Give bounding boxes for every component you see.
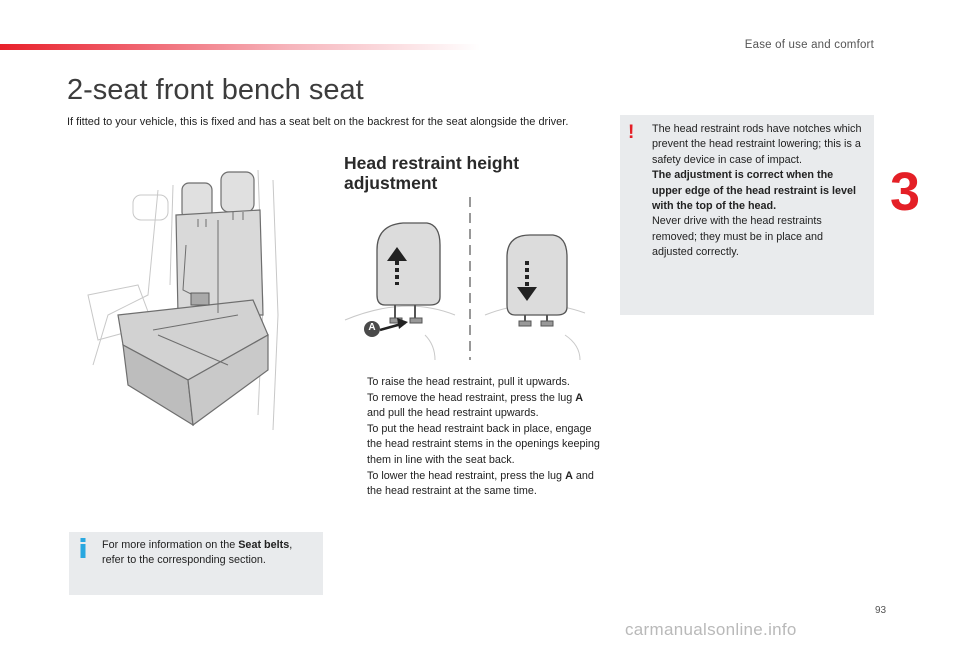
info-text: For more information on the Seat belts, … — [102, 539, 293, 567]
section-heading: Head restraint height adjustment — [344, 153, 520, 193]
info-box: For more information on the Seat belts, … — [69, 532, 323, 595]
section-title: Ease of use and comfort — [744, 39, 874, 51]
bench-seat-illustration — [87, 169, 279, 431]
page-title: 2-seat front bench seat — [67, 74, 364, 106]
header-accent-bar — [0, 44, 480, 50]
warning-text: The head restraint rods have notches whi… — [652, 123, 862, 259]
warning-box: ! The head restraint rods have notches w… — [620, 115, 874, 315]
head-restraint-illustration — [344, 197, 586, 361]
list-item: To remove the head restraint, press the … — [367, 391, 584, 420]
watermark: carmanualsonline.info — [625, 620, 797, 639]
instruction-list: To raise the head restraint, pull it upw… — [344, 375, 600, 500]
chapter-number: 3 — [890, 162, 921, 222]
intro-paragraph: If fitted to your vehicle, this is fixed… — [67, 116, 569, 128]
page-number: 93 — [875, 605, 887, 616]
list-item: To raise the head restraint, pull it upw… — [367, 376, 570, 388]
lug-a-label: A — [368, 322, 376, 333]
list-item: To lower the head restraint, press the l… — [367, 469, 594, 498]
info-icon — [80, 538, 86, 558]
list-item: To put the head restraint back in place,… — [367, 422, 600, 466]
warning-icon: ! — [628, 122, 635, 143]
